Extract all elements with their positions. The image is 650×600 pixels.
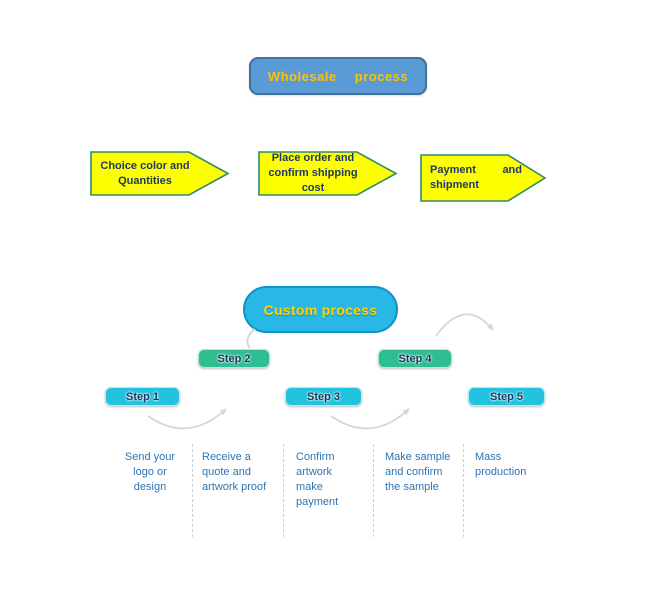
wholesale-process-title-box: Wholesale process xyxy=(249,57,427,95)
step-2-label: Step 2 xyxy=(217,352,251,365)
step-2-badge: Step 2 xyxy=(198,349,270,368)
column-divider-1 xyxy=(192,444,193,537)
pentagon-arrow-shape xyxy=(258,151,398,196)
pentagon-arrow-shape xyxy=(420,154,547,202)
wholesale-arrow-payment: Payment and shipment xyxy=(420,154,547,202)
step-5-badge: Step 5 xyxy=(468,387,545,406)
connector-curve xyxy=(246,328,256,349)
arrow-label: Payment and shipment xyxy=(430,154,522,202)
pentagon-arrow-shape xyxy=(90,151,230,196)
arrow-word-and: and xyxy=(502,164,522,176)
custom-process-title: Custom process xyxy=(263,301,378,318)
step-4-label: Step 4 xyxy=(398,352,432,365)
step-5-label: Step 5 xyxy=(489,390,523,403)
column-divider-2 xyxy=(283,444,284,537)
arrow-label-line1: Payment and xyxy=(430,163,522,178)
step-4-badge: Step 4 xyxy=(378,349,452,368)
column-divider-4 xyxy=(463,444,464,537)
step-3-label: Step 3 xyxy=(306,390,340,403)
step-3-badge: Step 3 xyxy=(285,387,362,406)
custom-process-title-box: Custom process xyxy=(243,286,398,333)
arrow-word-payment: Payment xyxy=(430,164,476,176)
curved-arrow-step1-step2 xyxy=(147,408,227,430)
curved-arrow-step4-step5 xyxy=(435,313,494,337)
step-1-label: Step 1 xyxy=(125,390,159,403)
arrow-label-line2: shipment xyxy=(430,179,479,191)
step-1-badge: Step 1 xyxy=(105,387,180,406)
curved-arrow-step3-step4 xyxy=(330,408,410,430)
wholesale-process-title: Wholesale process xyxy=(267,68,409,84)
column-divider-3 xyxy=(373,444,374,537)
